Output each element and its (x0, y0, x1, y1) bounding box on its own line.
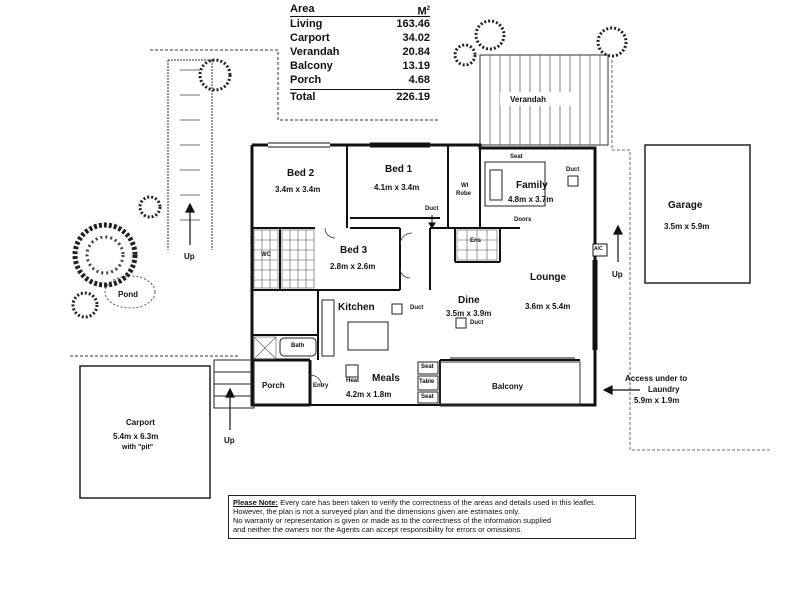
family-bench (484, 161, 546, 207)
room-dine-size: 3.5m x 3.9m (446, 309, 492, 318)
seat-family-label: Seat (510, 154, 523, 160)
bath-label: Bath (291, 343, 305, 349)
room-kitchen-name: Kitchen (338, 302, 375, 313)
bath-tub (279, 337, 317, 357)
wet-area-tiles (253, 229, 498, 360)
area-header-label: Area (290, 3, 315, 15)
wi-robe-label-2: Robe (456, 191, 471, 197)
room-entry-name: Entry (313, 383, 329, 389)
duct-kitchen-label: Duct (410, 305, 424, 311)
laundry-name: Laundry (648, 385, 680, 394)
pond-shape (104, 275, 156, 309)
boundary-line-top (150, 49, 440, 121)
laundry-access-label: Access under to (625, 374, 688, 383)
ac-label: A/C (594, 246, 603, 252)
up-arrows (185, 202, 623, 430)
kitchen-bench (321, 175, 579, 357)
seat-label-2: Seat (421, 394, 434, 400)
carport-outline (79, 365, 211, 499)
table-label: Table (419, 379, 435, 385)
room-dine-name: Dine (458, 295, 480, 306)
room-family-name: Family (516, 180, 548, 191)
up-label-left: Up (184, 252, 195, 261)
laundry-arrow (602, 385, 640, 395)
room-family-size: 4.8m x 3.7m (508, 195, 554, 204)
room-bed2-name: Bed 2 (287, 168, 315, 179)
boundary-line-right (611, 60, 770, 451)
room-balcony-name: Balcony (492, 382, 524, 391)
windows (268, 142, 598, 359)
internal-walls (252, 145, 580, 406)
room-garage-size: 3.5m x 5.9m (664, 222, 710, 231)
area-table-header: Area M2 (290, 2, 430, 18)
pond-label: Pond (118, 290, 138, 299)
verandah-area (479, 54, 609, 146)
note-heading: Please Note: (233, 498, 279, 507)
note-line-3: No warranty or representation is given o… (233, 516, 552, 525)
room-bed2-size: 3.4m x 3.4m (275, 185, 321, 194)
room-verandah-name: Verandah (510, 95, 547, 104)
room-meals-name: Meals (372, 373, 400, 384)
garage-outline (644, 144, 751, 284)
doors-label: Doors (514, 217, 532, 223)
tree-icon (71, 19, 628, 319)
room-garage-name: Garage (668, 200, 703, 211)
seat-label-1: Seat (421, 364, 434, 370)
wi-robe-label-1: WI (461, 183, 469, 189)
room-lounge-name: Lounge (530, 272, 567, 283)
ens-label: Ens (470, 238, 482, 244)
room-bed1-name: Bed 1 (385, 164, 413, 175)
heat-label: Heat (346, 378, 360, 384)
meals-furniture (345, 361, 439, 404)
duct-family-label: Duct (566, 167, 580, 173)
room-carport-size: 5.4m x 6.3m (113, 432, 159, 441)
room-bed1-size: 4.1m x 3.4m (374, 183, 420, 192)
porch-steps (213, 359, 255, 409)
room-bed3-name: Bed 3 (340, 245, 368, 256)
area-header-unit: M2 (417, 5, 430, 18)
duct-bed1-label: Duct (425, 206, 439, 212)
note-line-1: Every care has been taken to verify the … (278, 498, 596, 507)
duct-dine-label: Duct (470, 320, 484, 326)
room-carport-name: Carport (126, 418, 155, 427)
room-meals-size: 4.2m x 1.8m (346, 390, 392, 399)
wc-label: WC (261, 252, 271, 258)
note-line-2: However, the plan is not a surveyed plan… (233, 507, 520, 516)
ac-box (592, 243, 608, 257)
left-path (167, 59, 213, 250)
room-lounge-size: 3.6m x 5.4m (525, 302, 571, 311)
room-carport-note: with "pit" (122, 444, 154, 451)
disclaimer-note: Please Note: Every care has been taken t… (228, 495, 636, 539)
door-swings (309, 227, 413, 388)
balcony-area (439, 361, 581, 406)
note-line-4: and neither the owners nor the Agents ca… (233, 525, 523, 534)
room-porch-name: Porch (262, 381, 285, 390)
laundry-size: 5.9m x 1.9m (634, 396, 680, 405)
up-label-right: Up (612, 270, 623, 279)
room-bed3-size: 2.8m x 2.6m (330, 262, 376, 271)
up-label-porch: Up (224, 436, 235, 445)
